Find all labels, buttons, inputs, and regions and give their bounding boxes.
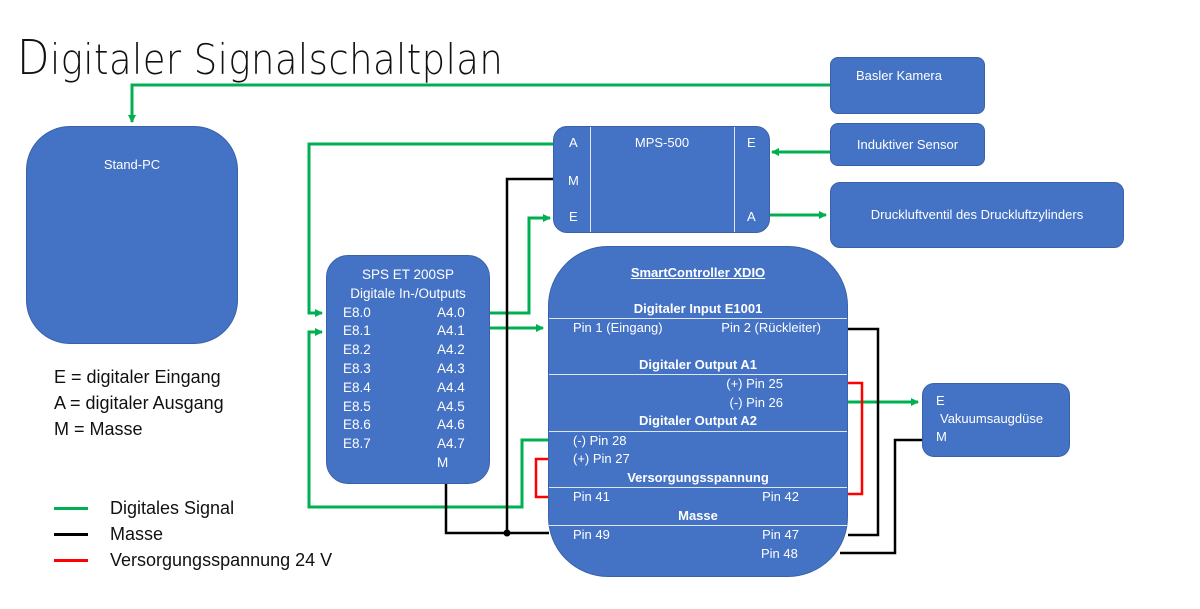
pin-47-label: Pin 47 [762, 527, 799, 542]
section-divider [549, 525, 847, 526]
mps-port-a-left: A [569, 135, 578, 150]
sps-input: E8.1 [343, 323, 371, 339]
mps-500-node[interactable]: A M E MPS-500 E A [553, 126, 770, 233]
wire-sps-m-ground [444, 484, 549, 535]
pin-41-label: Pin 41 [573, 489, 610, 504]
section-divider [549, 374, 847, 375]
ground-heading: Masse [678, 507, 718, 523]
sps-input: E8.0 [343, 304, 371, 320]
pin-27-label: (+) Pin 27 [573, 451, 630, 466]
sps-input: E8.2 [343, 342, 371, 358]
wire-mps-a-to-sps-e80 [307, 142, 556, 317]
sps-et200sp-node[interactable]: SPS ET 200SP Digitale In-/Outputs E8.0 E… [326, 255, 490, 484]
sps-input: E8.6 [343, 417, 371, 433]
wire-vakuum-m-to-pin48 [840, 438, 922, 555]
vacuum-port-m: M [936, 429, 947, 444]
stand-pc-node[interactable]: Stand-PC [26, 126, 238, 344]
wire-pin25-to-pin42 [848, 381, 864, 496]
smartcontroller-xdio-node[interactable]: SmartController XDIO Digitaler Input E10… [548, 246, 848, 577]
sps-subtitle: Digitale In-/Outputs [350, 285, 466, 301]
sps-title: SPS ET 200SP [361, 267, 455, 282]
vacuum-port-e: E [936, 393, 945, 408]
sps-outputs-column: A4.0 A4.1 A4.2 A4.3 A4.4 A4.5 A4.6 A4.7 … [437, 304, 465, 473]
pin-49-label: Pin 49 [573, 527, 610, 542]
legend-label: Masse [110, 523, 164, 544]
mps-port-m-left: M [568, 173, 579, 188]
sps-output: A4.1 [437, 323, 465, 339]
sps-input: E8.3 [343, 360, 371, 376]
sps-input: E8.4 [343, 379, 371, 395]
sps-output: A4.7 [437, 436, 465, 452]
vacuum-nozzle-node[interactable]: E Vakuumsaugdüse M [922, 383, 1070, 457]
compressed-air-valve-label: Druckluftventil des Druckluftzylinders [870, 207, 1084, 222]
legend-definition: A = digitaler Ausgang [54, 393, 224, 413]
mps-port-e-left: E [569, 209, 578, 224]
section-divider [549, 487, 847, 488]
sps-output: A4.3 [437, 360, 465, 376]
mps-port-e-right: E [747, 135, 756, 150]
output-a1-heading: Digitaler Output A1 [639, 356, 757, 372]
legend-definition: M = Masse [54, 419, 143, 439]
line-color-legend: Digitales Signal Masse Versorgungsspannu… [54, 495, 332, 573]
vacuum-label: Vakuumsaugdüse [940, 411, 1044, 426]
section-divider [549, 430, 847, 432]
abbreviation-legend: E = digitaler Eingang A = digitaler Ausg… [54, 364, 224, 442]
legend-item-ground: Masse [54, 521, 332, 547]
green-line-swatch [54, 506, 88, 510]
mps-right-divider [734, 127, 735, 232]
sps-output: A4.0 [437, 304, 465, 320]
legend-label: Versorgungsspannung 24 V [110, 549, 333, 570]
pin-42-label: Pin 42 [762, 489, 799, 504]
ground-junction [503, 529, 511, 537]
sps-output-m: M [437, 454, 449, 470]
output-a2-heading: Digitaler Output A2 [639, 413, 757, 428]
pin-26-label: (-) Pin 26 [729, 394, 783, 410]
legend-item-supply: Versorgungsspannung 24 V [54, 547, 332, 573]
pin-48-label: Pin 48 [761, 545, 798, 561]
page-title: Digitaler Signalschaltplan [17, 30, 504, 86]
mps-label: MPS-500 [634, 135, 690, 150]
mps-port-a-right: A [747, 209, 756, 224]
sps-output: A4.6 [437, 417, 465, 433]
wire-basler-to-pc [128, 83, 830, 123]
inductive-sensor-label: Induktiver Sensor [856, 137, 959, 152]
red-line-swatch [54, 558, 88, 562]
wire-pin28-to-sps-e81 [307, 328, 548, 509]
black-line-swatch [54, 532, 88, 536]
legend-item-signal: Digitales Signal [54, 495, 332, 521]
legend-definition: E = digitaler Eingang [54, 367, 221, 387]
sps-input: E8.7 [343, 436, 371, 452]
sps-output: A4.5 [437, 398, 465, 414]
wire-sps-a40-to-mps-e [490, 214, 551, 315]
wire-pin2-to-pin47 [848, 327, 880, 537]
sps-output: A4.2 [437, 342, 465, 358]
mps-left-divider [590, 127, 591, 232]
section-divider [549, 318, 847, 319]
legend-label: Digitales Signal [110, 497, 235, 518]
input-e1001-heading: Digitaler Input E1001 [633, 300, 763, 316]
sps-inputs-column: E8.0 E8.1 E8.2 E8.3 E8.4 E8.5 E8.6 E8.7 [343, 304, 437, 473]
basler-camera-label: Basler Kamera [856, 68, 942, 83]
wire-mps-m-ground [505, 177, 556, 533]
smartcontroller-title: SmartController XDIO [630, 265, 766, 280]
pin-2-label: Pin 2 (Rückleiter) [721, 320, 821, 335]
wire-pin27-to-pin41 [534, 457, 548, 499]
stand-pc-label: Stand-PC [103, 157, 161, 172]
basler-camera-node[interactable]: Basler Kamera [830, 57, 985, 114]
pin-1-label: Pin 1 (Eingang) [573, 320, 663, 335]
pin-28-label: (-) Pin 28 [573, 432, 627, 448]
pin-25-label: (+) Pin 25 [726, 376, 783, 391]
supply-heading: Versorgungsspannung [627, 469, 769, 485]
compressed-air-valve-node[interactable]: Druckluftventil des Druckluftzylinders [830, 182, 1124, 248]
inductive-sensor-node[interactable]: Induktiver Sensor [830, 123, 985, 166]
sps-input: E8.5 [343, 398, 371, 414]
sps-output: A4.4 [437, 379, 465, 395]
